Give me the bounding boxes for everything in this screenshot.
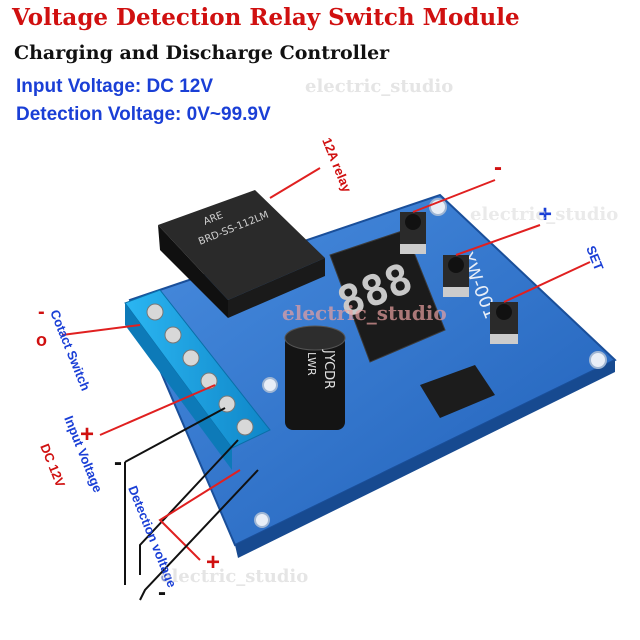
contact-switch-callout: Cotact Switch — [47, 308, 93, 393]
input-plus-symbol: + — [80, 421, 94, 448]
watermark: electric_studio — [282, 301, 447, 325]
watermark: electric_studio — [160, 566, 308, 587]
plus-button[interactable] — [443, 255, 469, 297]
capacitor-series: LWR — [305, 352, 318, 376]
plus-button-callout: + — [538, 201, 552, 228]
detection-plus-symbol: + — [206, 549, 220, 576]
detection-voltage-spec: Detection Voltage: 0V~99.9V — [16, 104, 271, 125]
capacitor-brand: JYCDR — [321, 349, 336, 389]
detection-minus-symbol: - — [158, 579, 166, 606]
relay: ARE BRD-SS-112LM — [158, 190, 325, 318]
mounting-hole — [254, 512, 270, 528]
mounting-hole — [589, 351, 607, 369]
seven-segment-display: 888 — [329, 229, 446, 363]
minus-button-callout: - — [494, 154, 502, 181]
electrolytic-capacitor: JYCDR LWR — [284, 325, 346, 430]
terminal-screw[interactable] — [182, 349, 200, 367]
terminal-screw[interactable] — [164, 326, 182, 344]
input-voltage-spec: Input Voltage: DC 12V — [16, 76, 214, 97]
ic-chip — [420, 365, 495, 418]
callout-lines — [61, 167, 591, 601]
input-minus-symbol: - — [114, 449, 122, 476]
watermark: electric_studio — [305, 76, 453, 97]
relay-callout: 12A relay — [319, 136, 355, 195]
watermark: electric_studio — [470, 204, 618, 225]
contact-o-symbol: o — [36, 330, 47, 350]
set-button[interactable] — [490, 302, 518, 344]
page-subtitle: Charging and Discharge Controller — [14, 42, 390, 64]
minus-button[interactable] — [400, 212, 426, 254]
page-title: Voltage Detection Relay Switch Module — [12, 4, 520, 31]
contact-minus-symbol: - — [38, 301, 45, 323]
mounting-hole — [262, 377, 278, 393]
terminal-screw[interactable] — [236, 418, 254, 436]
terminal-screw[interactable] — [146, 303, 164, 321]
input-dc-callout: DC 12V — [37, 442, 68, 490]
terminal-block — [124, 289, 271, 470]
set-button-callout: SET — [583, 244, 606, 273]
